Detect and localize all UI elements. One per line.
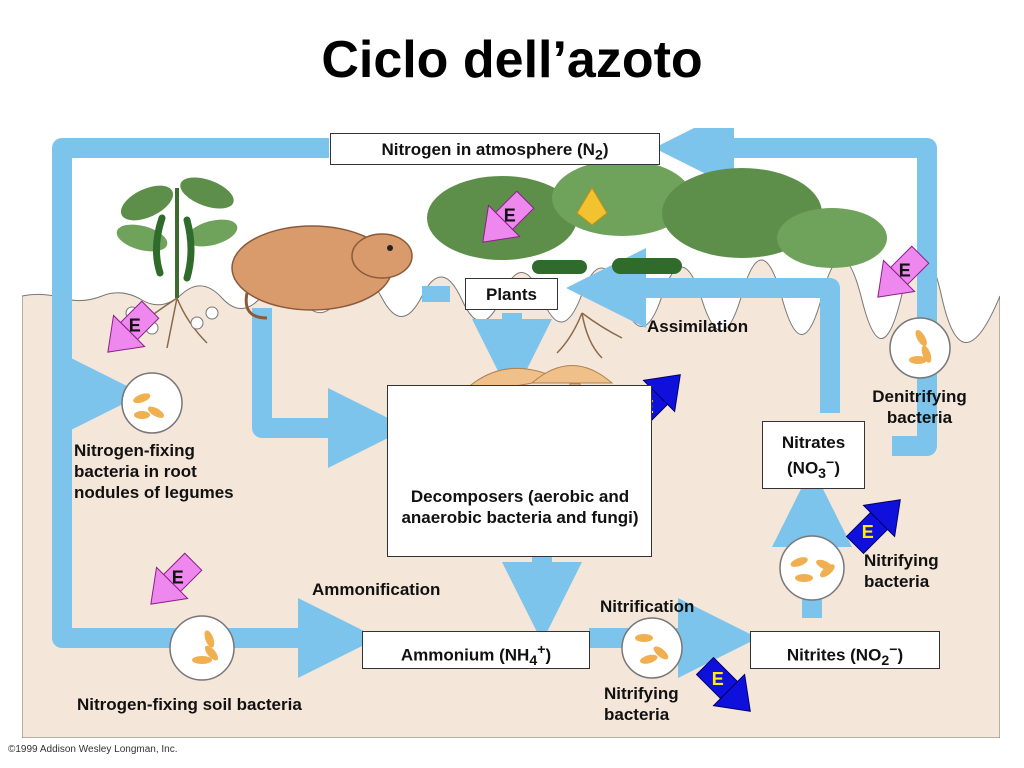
energy-out-icon-nitrites: E xyxy=(695,656,751,712)
arrow-assimilation xyxy=(566,248,840,413)
energy-in-icon-denitrifying: E xyxy=(877,245,930,298)
energy-marker-label-3: E xyxy=(172,567,184,587)
plants-box: Plants xyxy=(465,278,558,310)
energy-in-icon-soil: E xyxy=(150,552,203,605)
energy-out-icon-nitrates: E xyxy=(845,499,901,555)
energy-in-icon-plants: E xyxy=(482,190,535,243)
nitrites-box: Nitrites (NO2−) xyxy=(750,631,940,669)
arrow-denitrification-to-atmosphere xyxy=(654,128,937,456)
denitrifying-label: Denitrifying bacteria xyxy=(872,387,967,427)
nitrifying-upper-label: Nitrifying bacteria xyxy=(864,551,939,591)
bacteria-root-nodule xyxy=(121,372,183,434)
decomposers-box xyxy=(387,385,652,557)
energy-marker-label-6: E xyxy=(712,669,724,689)
rodent-illustration xyxy=(231,225,413,320)
nitrogen-fixing-root-label: Nitrogen-fixing bacteria in root nodules… xyxy=(74,441,234,502)
energy-marker-label-0: E xyxy=(504,205,516,225)
ammonification-label: Ammonification xyxy=(312,580,441,599)
energy-in-icon-root: E xyxy=(107,300,160,353)
ammonium-box: Ammonium (NH4+) xyxy=(362,631,590,669)
bacteria-denitrifying xyxy=(889,317,951,379)
atmosphere-box: Nitrogen in atmosphere (N2) xyxy=(330,133,660,165)
nitrification-label: Nitrification xyxy=(600,597,695,616)
arrow-mole-to-decomposers xyxy=(252,308,408,468)
decomposers-label: Decomposers (aerobic and anaerobic bacte… xyxy=(401,487,639,527)
nitrogen-cycle-diagram: E E E E E E xyxy=(22,128,1000,738)
assimilation-label: Assimilation xyxy=(647,317,749,336)
nitrifying-lower-label: Nitrifying bacteria xyxy=(604,684,679,724)
nitrates-box: Nitrates (NO3−) xyxy=(762,421,865,489)
energy-marker-label-1: E xyxy=(899,260,911,280)
bacteria-nitrifying-upper xyxy=(779,535,845,601)
bacteria-soil xyxy=(169,615,235,681)
energy-input-markers: E E E E xyxy=(107,190,930,605)
nitrogen-fixing-soil-label: Nitrogen-fixing soil bacteria xyxy=(77,695,302,714)
energy-marker-label-5: E xyxy=(862,522,874,542)
energy-marker-label-2: E xyxy=(129,315,141,335)
copyright-notice: ©1999 Addison Wesley Longman, Inc. xyxy=(8,744,178,755)
slide-title: Ciclo dell’azoto xyxy=(321,31,703,89)
bacteria-nitrifying-lower xyxy=(621,617,683,679)
